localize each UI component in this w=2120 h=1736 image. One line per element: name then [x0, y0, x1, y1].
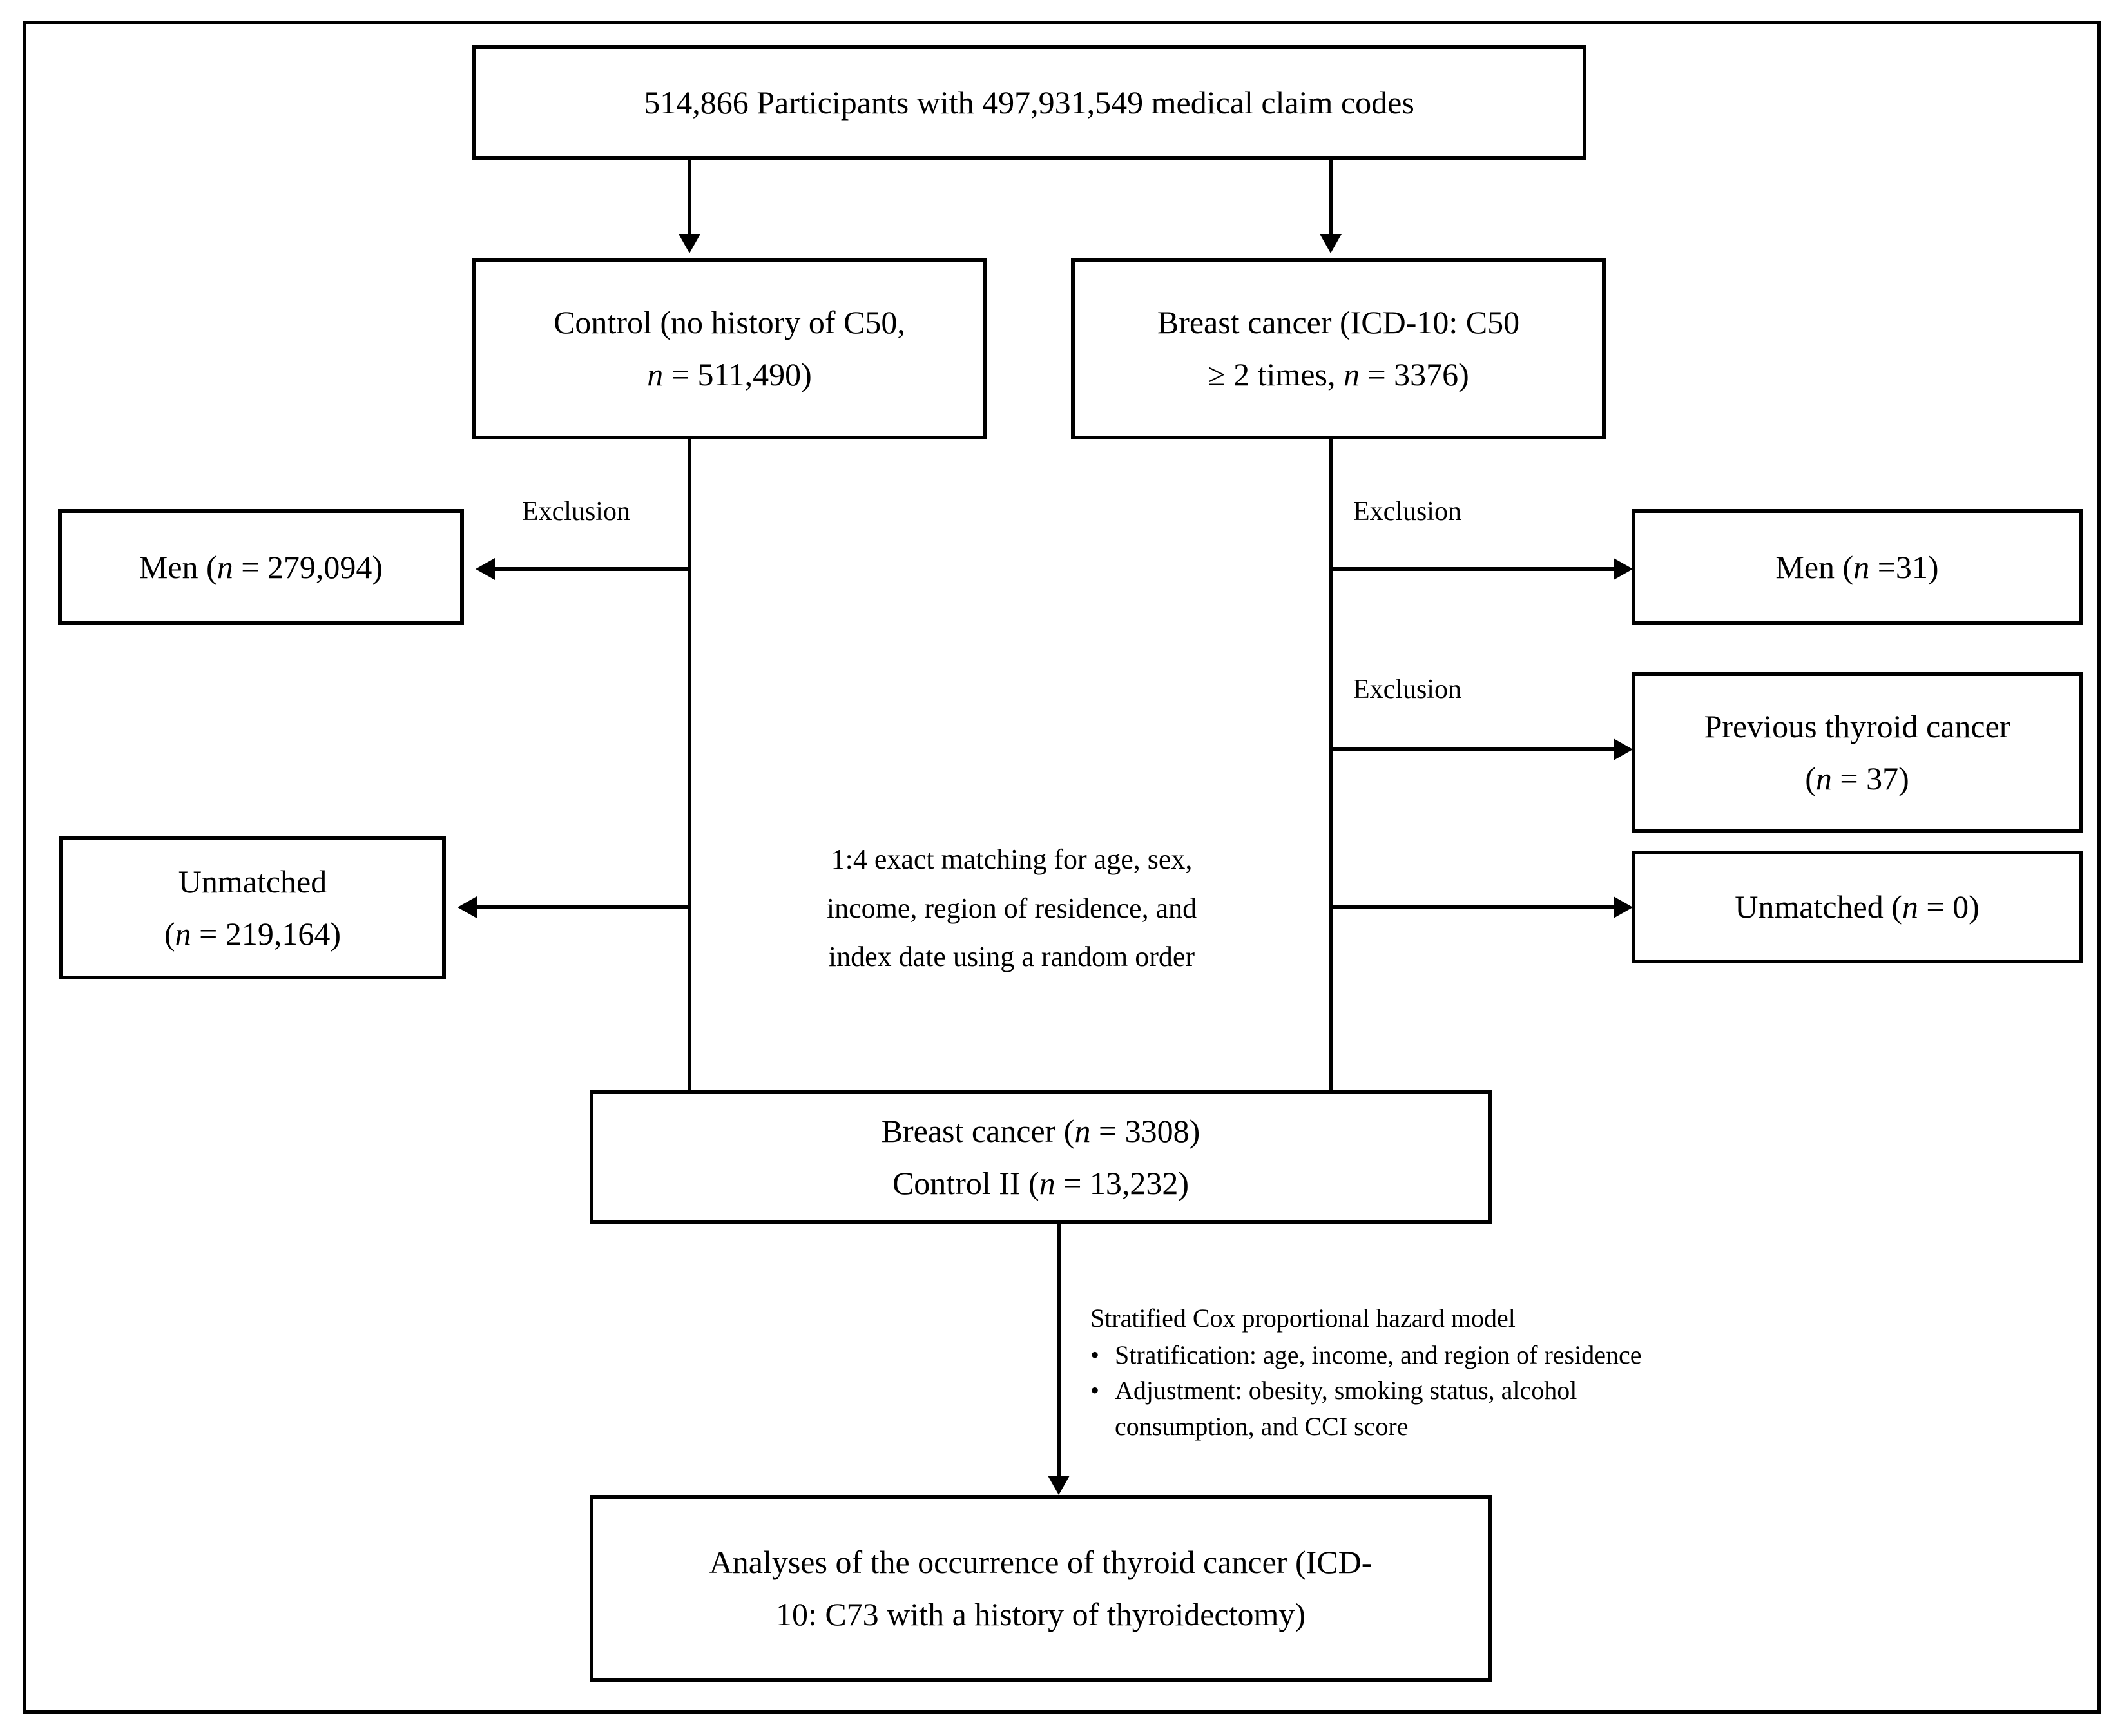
excluded-men-control-text: Men (n = 279,094) [139, 541, 383, 593]
node-unmatched-control: Unmatched (n = 219,164) [59, 836, 446, 979]
node-matched-cohorts: Breast cancer (n = 3308) Control II (n =… [590, 1090, 1492, 1224]
annotation-cox-model: Stratified Cox proportional hazard model… [1090, 1300, 1799, 1444]
unmatched-case-n-value: = 0) [1918, 889, 1980, 925]
cox-bullet-stratification: • Stratification: age, income, and regio… [1090, 1337, 1799, 1373]
label-exclusion-case-men: Exclusion [1353, 497, 1461, 526]
control-group-n-symbol: n [647, 356, 664, 392]
arrowhead-control-to-unmatched [458, 896, 477, 918]
arrowhead-case-to-previous-thyroid [1614, 738, 1633, 760]
unmatched-control-line2: (n = 219,164) [164, 908, 341, 960]
unmatched-case-n-symbol: n [1902, 889, 1918, 925]
cox-bullet-adjustment-line1: Adjustment: obesity, smoking status, alc… [1115, 1376, 1577, 1405]
excluded-men-case-prefix: Men ( [1775, 548, 1854, 585]
previous-thyroid-line2: (n = 37) [1805, 753, 1909, 805]
node-outcome-analysis: Analyses of the occurrence of thyroid ca… [590, 1495, 1492, 1682]
cox-title: Stratified Cox proportional hazard model [1090, 1304, 1516, 1333]
outcome-analysis-line2: 10: C73 with a history of thyroidectomy) [775, 1596, 1306, 1632]
connector-case-to-previous-thyroid [1329, 747, 1619, 751]
node-excluded-men-case: Men (n =31) [1632, 509, 2083, 625]
unmatched-case-text: Unmatched (n = 0) [1735, 881, 1979, 933]
cox-bullet-adjustment-line2: consumption, and CCI score [1115, 1411, 1409, 1441]
node-unmatched-case: Unmatched (n = 0) [1632, 851, 2083, 963]
connector-source-to-case [1329, 160, 1333, 250]
matched-line1-n-value: = 3308) [1090, 1113, 1200, 1149]
figure-border [23, 21, 2101, 1714]
matching-line1: 1:4 exact matching for age, sex, [831, 844, 1193, 875]
control-group-line2: n = 511,490) [647, 349, 812, 401]
breast-cancer-group-n-value: = 3376) [1359, 356, 1469, 392]
outcome-analysis-line1: Analyses of the occurrence of thyroid ca… [709, 1544, 1373, 1580]
node-source-population: 514,866 Participants with 497,931,549 me… [472, 45, 1586, 160]
control-group-n-value: = 511,490) [663, 356, 812, 392]
excluded-men-control-prefix: Men ( [139, 548, 217, 585]
bullet-icon: • [1090, 1376, 1100, 1405]
connector-source-to-control [688, 160, 691, 250]
connector-control-to-unmatched [477, 905, 688, 909]
source-population-text: 514,866 Participants with 497,931,549 me… [644, 84, 1414, 121]
arrowhead-source-to-control [679, 234, 700, 253]
node-excluded-previous-thyroid-cancer: Previous thyroid cancer (n = 37) [1632, 672, 2083, 833]
breast-cancer-group-times: ≥ 2 times, [1208, 356, 1344, 392]
unmatched-control-paren: ( [164, 916, 175, 952]
matched-line2-prefix: Control II ( [892, 1165, 1039, 1201]
matched-line2: Control II (n = 13,232) [892, 1157, 1189, 1210]
trunk-control [688, 439, 691, 1157]
connector-control-to-men [495, 567, 688, 571]
bullet-icon: • [1090, 1340, 1100, 1370]
matching-line2: income, region of residence, and [826, 892, 1197, 924]
previous-thyroid-paren: ( [1805, 760, 1816, 796]
matched-line1-prefix: Breast cancer ( [881, 1113, 1075, 1149]
trunk-case [1329, 439, 1333, 1157]
excluded-men-control-n-value: = 279,094) [233, 548, 383, 585]
excluded-men-case-text: Men (n =31) [1775, 541, 1938, 593]
node-breast-cancer-group: Breast cancer (ICD-10: C50 ≥ 2 times, n … [1071, 258, 1606, 439]
connector-case-to-men [1329, 567, 1619, 571]
arrowhead-case-to-men [1614, 558, 1633, 580]
matching-line3: index date using a random order [828, 941, 1195, 973]
previous-thyroid-n-value: = 37) [1831, 760, 1909, 796]
connector-case-to-unmatched [1329, 905, 1619, 909]
excluded-men-control-n-symbol: n [217, 548, 233, 585]
node-excluded-men-control: Men (n = 279,094) [58, 509, 464, 625]
unmatched-control-n-symbol: n [175, 916, 191, 952]
cox-bullet-stratification-text: Stratification: age, income, and region … [1115, 1340, 1642, 1370]
matched-line1: Breast cancer (n = 3308) [882, 1105, 1200, 1157]
unmatched-control-n-value: = 219,164) [191, 916, 341, 952]
annotation-matching: 1:4 exact matching for age, sex, income,… [773, 835, 1250, 981]
arrowhead-matched-to-analysis [1048, 1476, 1070, 1495]
matched-line2-n-value: = 13,232) [1055, 1165, 1190, 1201]
breast-cancer-group-n-symbol: n [1343, 356, 1360, 392]
arrowhead-case-to-unmatched [1614, 896, 1633, 918]
excluded-men-case-n-symbol: n [1853, 548, 1870, 585]
previous-thyroid-line1: Previous thyroid cancer [1704, 708, 2010, 744]
matched-line2-n-symbol: n [1039, 1165, 1055, 1201]
node-control-group: Control (no history of C50, n = 511,490) [472, 258, 987, 439]
excluded-men-case-n-value: =31) [1869, 548, 1939, 585]
breast-cancer-group-line1: Breast cancer (ICD-10: C50 [1157, 304, 1520, 340]
label-exclusion-control-men: Exclusion [522, 497, 630, 526]
cox-bullet-adjustment-text: Adjustment: obesity, smoking status, alc… [1115, 1373, 1799, 1443]
arrowhead-control-to-men [476, 558, 495, 580]
breast-cancer-group-line2: ≥ 2 times, n = 3376) [1208, 349, 1469, 401]
cox-bullet-adjustment: • Adjustment: obesity, smoking status, a… [1090, 1373, 1799, 1443]
control-group-line1: Control (no history of C50, [554, 304, 905, 340]
label-exclusion-case-thyroid: Exclusion [1353, 675, 1461, 704]
unmatched-control-line1: Unmatched [178, 863, 327, 900]
previous-thyroid-n-symbol: n [1815, 760, 1832, 796]
arrowhead-source-to-case [1320, 234, 1342, 253]
matched-line1-n-symbol: n [1074, 1113, 1091, 1149]
unmatched-case-prefix: Unmatched ( [1735, 889, 1902, 925]
connector-matched-to-analysis [1057, 1224, 1061, 1492]
